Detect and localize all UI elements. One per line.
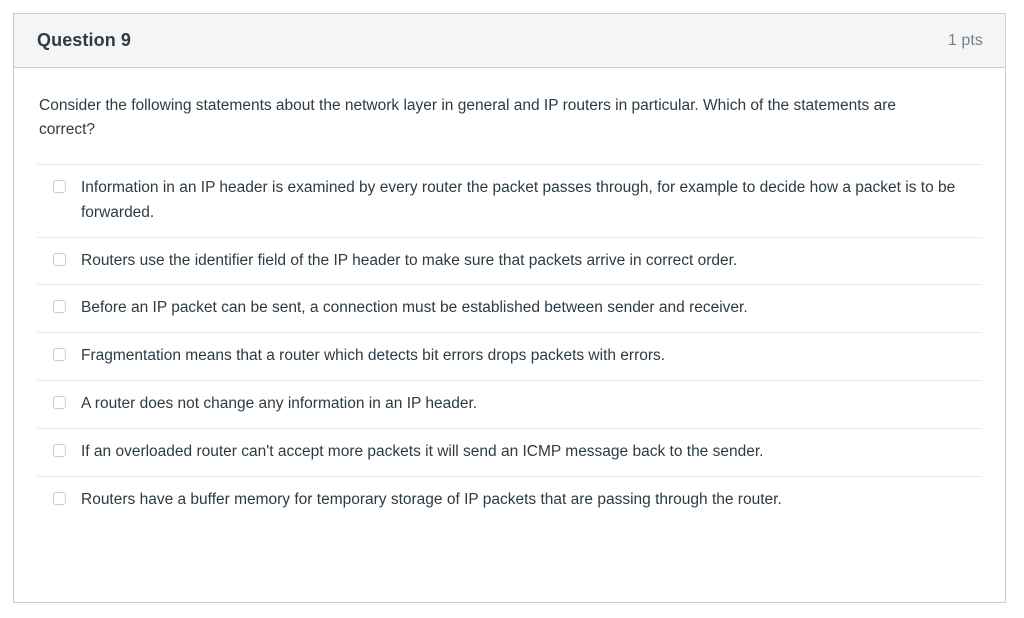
question-card: Question 9 1 pts Consider the following … (13, 13, 1006, 603)
question-header: Question 9 1 pts (14, 14, 1005, 68)
question-points-label: 1 pts (947, 31, 983, 49)
answer-checkbox-4[interactable] (53, 348, 66, 362)
answer-checkbox-1[interactable] (53, 180, 66, 194)
answer-list: Information in an IP header is examined … (37, 164, 982, 523)
answer-label-5: A router does not change any information… (81, 395, 478, 413)
answer-option-3[interactable]: Before an IP packet can be sent, a conne… (37, 284, 982, 332)
answer-checkbox-6[interactable] (53, 443, 66, 457)
answer-option-2[interactable]: Routers use the identifier field of the … (37, 236, 982, 285)
answer-option-7[interactable]: Routers have a buffer memory for tempora… (37, 475, 982, 524)
answer-checkbox-7[interactable] (53, 491, 66, 505)
answer-option-4[interactable]: Fragmentation means that a router which … (37, 332, 982, 380)
question-body: Consider the following statements about … (14, 68, 1005, 523)
question-title: Question 9 (37, 30, 132, 50)
answer-label-4: Fragmentation means that a router which … (81, 347, 666, 365)
answer-label-3: Before an IP packet can be sent, a conne… (81, 299, 748, 317)
answer-option-6[interactable]: If an overloaded router can't accept mor… (37, 427, 982, 476)
answer-checkbox-2[interactable] (53, 252, 66, 266)
answer-option-5[interactable]: A router does not change any information… (37, 380, 982, 428)
answer-option-1[interactable]: Information in an IP header is examined … (37, 164, 982, 237)
answer-label-7: Routers have a buffer memory for tempora… (81, 490, 782, 508)
question-prompt: Consider the following statements about … (39, 97, 896, 139)
answer-label-1: Information in an IP header is examined … (81, 179, 956, 221)
answer-checkbox-5[interactable] (53, 396, 66, 410)
answer-label-2: Routers use the identifier field of the … (81, 251, 738, 269)
answer-label-6: If an overloaded router can't accept mor… (81, 442, 764, 460)
answer-checkbox-3[interactable] (53, 300, 66, 314)
